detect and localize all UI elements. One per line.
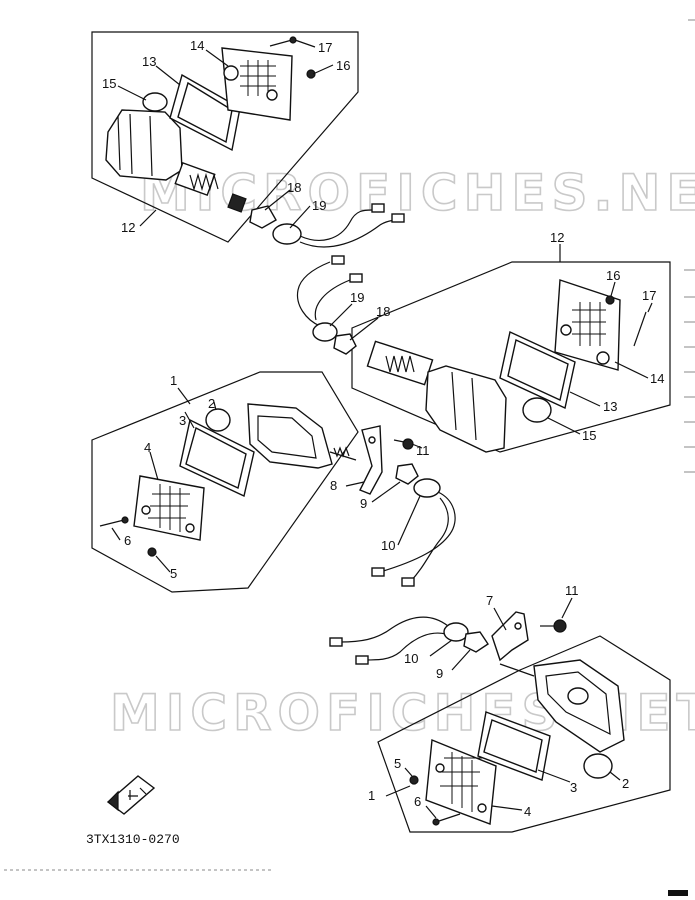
callout-10: 10 xyxy=(381,538,395,553)
callout-10: 10 xyxy=(404,651,418,666)
callout-12: 12 xyxy=(550,230,564,245)
callout-15: 15 xyxy=(582,428,596,443)
callout-13: 13 xyxy=(142,54,156,69)
callout-5: 5 xyxy=(170,566,177,581)
assembly-front-right: 11 7 10 9 5 3 2 1 6 4 xyxy=(329,583,671,833)
callout-3: 3 xyxy=(179,413,186,428)
callout-4: 4 xyxy=(524,804,531,819)
callout-6: 6 xyxy=(124,533,131,548)
callout-17: 17 xyxy=(642,288,656,303)
scan-artifact xyxy=(4,869,688,896)
callout-6: 6 xyxy=(414,794,421,809)
callout-4: 4 xyxy=(144,440,151,455)
callout-19: 19 xyxy=(350,290,364,305)
callout-7: 7 xyxy=(486,593,493,608)
callout-18: 18 xyxy=(376,304,390,319)
callout-19: 19 xyxy=(312,198,326,213)
callout-1: 1 xyxy=(170,373,177,388)
callout-13: 13 xyxy=(603,399,617,414)
callout-16: 16 xyxy=(336,58,350,73)
callout-15: 15 xyxy=(102,76,116,91)
front-direction-arrow-icon xyxy=(106,775,156,815)
callout-3: 3 xyxy=(570,780,577,795)
callout-16: 16 xyxy=(606,268,620,283)
callout-11: 11 xyxy=(565,583,579,598)
part-code: 3TX1310-0270 xyxy=(86,832,180,847)
assembly-rear-left: 17 16 14 13 15 12 18 19 xyxy=(91,31,405,248)
assembly-rear-right: 12 16 17 19 18 14 13 15 xyxy=(296,230,671,453)
callout-11: 11 xyxy=(416,443,430,458)
callout-17: 17 xyxy=(318,40,332,55)
callout-9: 9 xyxy=(436,666,443,681)
callout-9: 9 xyxy=(360,496,367,511)
callout-2: 2 xyxy=(622,776,629,791)
callout-2: 2 xyxy=(208,396,215,411)
callout-14: 14 xyxy=(190,38,204,53)
callout-18: 18 xyxy=(287,180,301,195)
assembly-front-left: 1 2 3 4 6 5 11 8 9 10 xyxy=(91,371,456,593)
callout-1: 1 xyxy=(368,788,375,803)
watermark-upper: MICROFICHES.NET xyxy=(140,164,695,222)
callout-8: 8 xyxy=(330,478,337,493)
callout-12: 12 xyxy=(121,220,135,235)
callout-14: 14 xyxy=(650,371,664,386)
callout-5: 5 xyxy=(394,756,401,771)
